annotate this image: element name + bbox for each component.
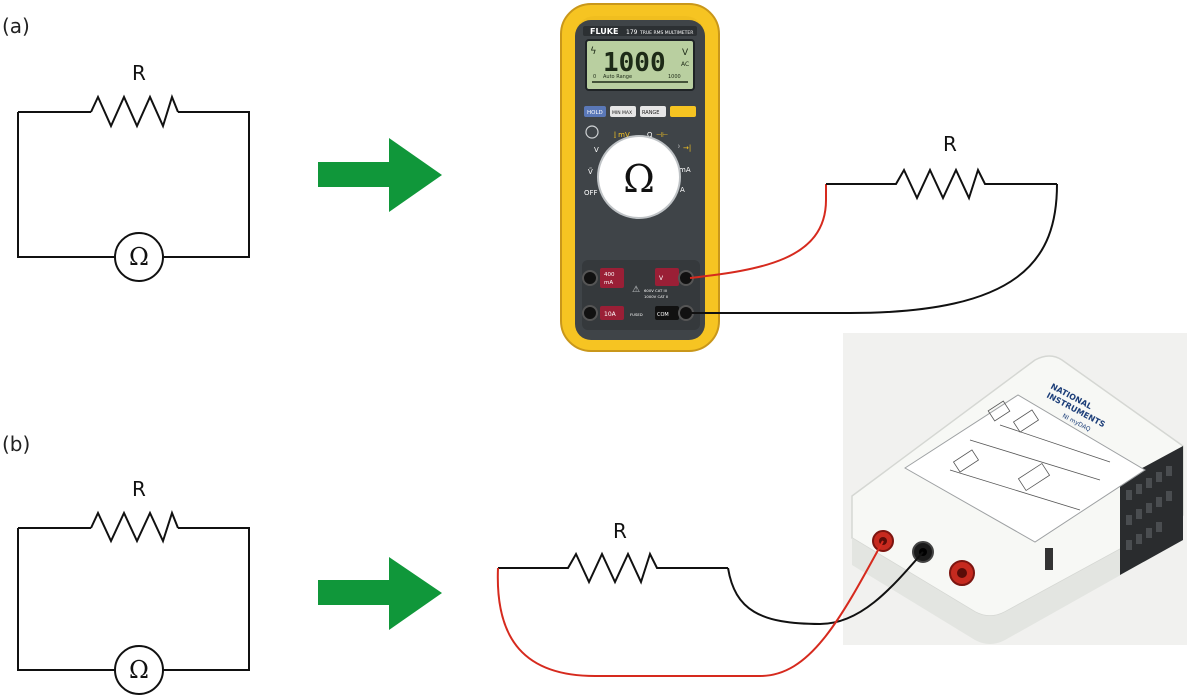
jack-10a bbox=[582, 305, 598, 321]
schematic-a-ohmmeter bbox=[114, 232, 164, 282]
arrow-a bbox=[318, 138, 442, 212]
black-lead-b bbox=[727, 551, 924, 626]
dial-off-label: OFF bbox=[584, 189, 598, 197]
backlight-icon bbox=[585, 125, 599, 139]
circuit-a-resistor-label: R bbox=[943, 132, 957, 156]
red-lead-b bbox=[496, 540, 884, 677]
lcd-bargraph-left: 0 bbox=[593, 74, 596, 80]
black-lead-a bbox=[690, 183, 1058, 314]
panel-a-label: (a) bbox=[2, 14, 30, 38]
arrow-b bbox=[318, 557, 442, 630]
schematic-b-resistor bbox=[90, 510, 179, 544]
cat-text-2: 1000V CAT II bbox=[644, 294, 668, 299]
minmax-button: MIN MAX bbox=[612, 110, 632, 116]
range-button: RANGE bbox=[642, 110, 659, 116]
panel-b-label: (b) bbox=[2, 432, 31, 456]
svg-text:A: A bbox=[680, 186, 685, 194]
schematic-b-wire bbox=[17, 527, 250, 671]
lcd-unit-bottom: AC bbox=[681, 61, 689, 68]
circuit-b-resistor-label: R bbox=[613, 519, 627, 543]
svg-text:mA: mA bbox=[679, 166, 691, 174]
schematic-b-omega-symbol: Ω bbox=[129, 656, 149, 684]
schematic-a-wire bbox=[17, 111, 250, 258]
schematic-a-omega-symbol: Ω bbox=[129, 243, 149, 271]
jack-com-label: COM bbox=[657, 312, 669, 318]
svg-text:⊣⊢: ⊣⊢ bbox=[656, 131, 668, 139]
circuit-a-resistor bbox=[826, 167, 1057, 201]
multimeter-lcd bbox=[585, 39, 695, 91]
schematic-b bbox=[17, 510, 250, 695]
svg-text:⚠: ⚠ bbox=[632, 285, 640, 295]
multimeter-model: 179 bbox=[626, 29, 638, 36]
multimeter-brand: FLUKE bbox=[590, 27, 618, 36]
dial-omega-symbol: Ω bbox=[623, 157, 655, 201]
circuit-b-resistor bbox=[498, 551, 728, 585]
svg-text:ḻ mV: ḻ mV bbox=[613, 131, 630, 139]
jack-v-label: V bbox=[659, 275, 664, 282]
svg-text:Ṽ: Ṽ bbox=[588, 167, 593, 176]
svg-text:V: V bbox=[594, 146, 599, 154]
rotary-dial bbox=[597, 135, 681, 219]
yellow-button bbox=[670, 106, 696, 117]
lcd-bolt-icon: ϟ bbox=[590, 46, 597, 57]
schematic-b-resistor-label: R bbox=[132, 477, 146, 501]
svg-text:⁾: ⁾ bbox=[678, 144, 680, 152]
schematic-b-ohmmeter bbox=[114, 645, 164, 695]
svg-text:Ω: Ω bbox=[647, 131, 653, 139]
fused-label: FUSED bbox=[630, 312, 643, 317]
cat-text-1: 600V CAT III bbox=[644, 288, 667, 293]
jack-400-label: 400 bbox=[604, 272, 615, 278]
schematic-a-resistor-label: R bbox=[132, 61, 146, 85]
multimeter-subtitle: TRUE RMS MULTIMETER bbox=[639, 30, 693, 36]
jack-10a-label: 10A bbox=[604, 311, 617, 318]
jack-400ma bbox=[582, 270, 598, 286]
lcd-bargraph-mode: Auto Range bbox=[603, 74, 632, 80]
multimeter: FLUKE 179 TRUE RMS MULTIMETER ϟ 1000 V A… bbox=[560, 3, 720, 352]
jack-400-unit: mA bbox=[604, 280, 613, 286]
daq-device: NATIONAL INSTRUMENTS NI myDAQ bbox=[843, 333, 1187, 645]
red-lead-a bbox=[689, 184, 827, 279]
schematic-a bbox=[17, 94, 250, 282]
svg-text:→|: →| bbox=[683, 144, 691, 152]
hold-button: HOLD bbox=[587, 110, 603, 116]
lcd-bargraph-right: 1000 bbox=[668, 74, 681, 80]
schematic-a-resistor bbox=[90, 94, 179, 129]
lcd-unit-top: V bbox=[682, 48, 689, 58]
lcd-reading: 1000 bbox=[603, 48, 666, 78]
